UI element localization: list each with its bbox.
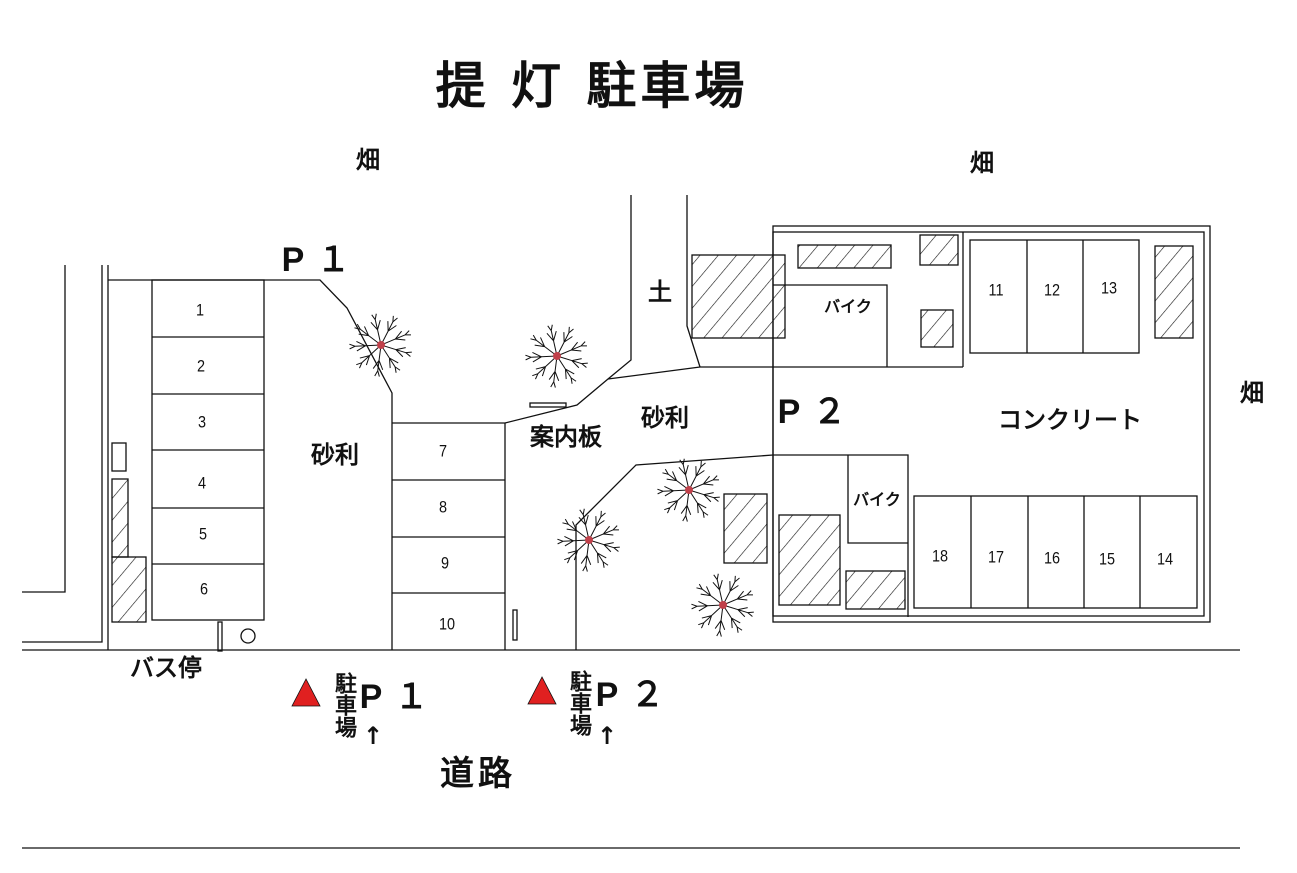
space-7: 7 <box>438 441 448 461</box>
gravel-label-middle: 砂利 <box>641 404 689 432</box>
tree-icon <box>657 458 720 522</box>
p1-entrance-marker <box>291 678 321 707</box>
sign-board-label: 案内板 <box>530 423 602 451</box>
p2-label: P２ <box>777 393 859 431</box>
tree-icon <box>349 313 412 377</box>
page-title: 提 灯 駐車場 <box>435 57 749 115</box>
space-2: 2 <box>196 356 206 376</box>
concrete-label: コンクリート <box>998 406 1142 434</box>
p2-entrance-label: P２ <box>595 676 677 714</box>
space-12: 12 <box>1043 280 1061 300</box>
space-15: 15 <box>1098 549 1116 569</box>
p1-entrance-label: P１ <box>359 678 441 716</box>
space-17: 17 <box>987 547 1005 567</box>
road-label: 道路 <box>440 754 516 794</box>
p2-entrance-marker <box>527 676 557 705</box>
p1-parking-vertical-label: 駐車場 <box>331 672 356 738</box>
gravel-label-p1: 砂利 <box>311 441 359 469</box>
space-1: 1 <box>195 300 205 320</box>
space-9: 9 <box>440 553 450 573</box>
marker-circle <box>240 628 256 644</box>
space-11: 11 <box>988 280 1004 300</box>
p2-arrow-up-icon: ↑ <box>596 722 618 750</box>
soil-label: 土 <box>648 278 672 306</box>
space-13: 13 <box>1100 278 1118 298</box>
space-18: 18 <box>931 546 949 566</box>
tree-icon <box>691 573 754 637</box>
bike-area-label-upper: バイク <box>824 297 872 316</box>
space-16: 16 <box>1043 548 1061 568</box>
space-10: 10 <box>438 614 456 634</box>
field-label-top-left: 畑 <box>356 146 380 174</box>
bus-stop-label: バス停 <box>130 654 202 682</box>
tree-icon <box>557 508 620 572</box>
left-boundary-inner <box>22 265 103 643</box>
p2-parking-vertical-label: 駐車場 <box>566 670 591 736</box>
p1-label: P１ <box>281 241 363 279</box>
p1-arrow-up-icon: ↑ <box>362 722 384 750</box>
field-label-right: 畑 <box>1240 379 1264 407</box>
tree-icon <box>525 324 588 388</box>
space-6: 6 <box>199 579 209 599</box>
space-4: 4 <box>197 473 207 493</box>
space-5: 5 <box>198 524 208 544</box>
sign-board-shape <box>529 402 567 408</box>
space-14: 14 <box>1156 549 1174 569</box>
bike-area-label-lower: バイク <box>853 490 901 509</box>
space-8: 8 <box>438 497 448 517</box>
space-3: 3 <box>197 412 207 432</box>
field-label-top-right: 畑 <box>970 149 994 177</box>
left-boundary <box>22 265 66 593</box>
